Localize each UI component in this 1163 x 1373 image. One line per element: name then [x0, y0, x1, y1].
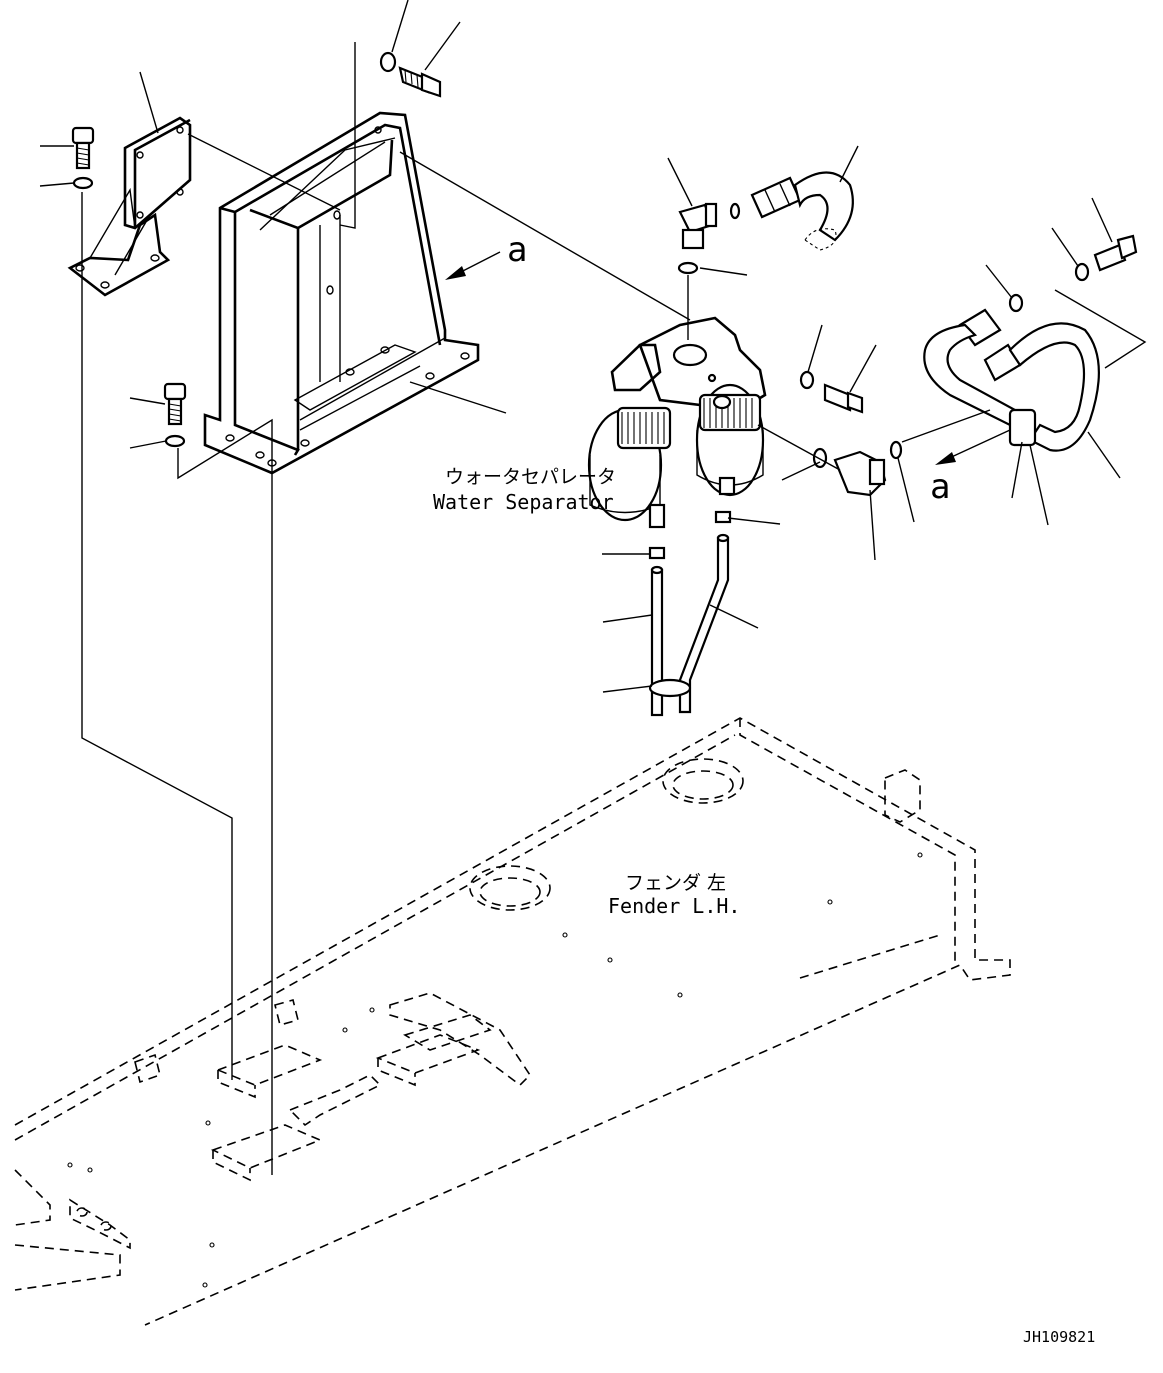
bolt-clamp: [1093, 234, 1138, 272]
washer-top: [379, 51, 397, 73]
main-bracket: [203, 111, 480, 475]
drain-tube-right: [678, 533, 730, 714]
sub-bracket: [67, 116, 192, 297]
tube-clamp: [648, 678, 692, 698]
drawing-number: JH109821: [1023, 1328, 1095, 1346]
o-ring-hose: [729, 202, 741, 220]
assembly-lines: [81, 42, 1147, 1175]
callout-leaders: [39, 0, 1121, 693]
o-ring-elbow: [812, 447, 828, 469]
drain-tube-left: [650, 565, 664, 717]
washer-clamp: [1074, 262, 1090, 282]
view-arrow-left: [445, 251, 501, 280]
bolt-main-bracket: [163, 382, 187, 426]
hose-assembly-right: [923, 293, 1100, 452]
fender-label-jp: フェンダ 左: [625, 872, 726, 894]
fender-lh: [14, 717, 1011, 1326]
bolt-separator: [823, 383, 864, 414]
o-ring-top: [677, 261, 699, 275]
bolt-sub-bracket: [71, 126, 95, 170]
water-separator-label-jp: ウォータセパレータ: [445, 466, 616, 488]
clip-left: [648, 546, 666, 560]
clip-right: [714, 510, 732, 524]
water-separator: [587, 316, 767, 529]
elbow-fitting-top: [678, 202, 718, 250]
washer-separator: [799, 370, 815, 390]
elbow-fitting-bottom: [833, 450, 887, 497]
bolt-top: [398, 66, 442, 98]
washer-sub-bracket: [72, 176, 94, 190]
hose-top: [750, 171, 854, 251]
washer-main-bracket: [164, 434, 186, 448]
view-arrow-right: [935, 429, 1011, 465]
o-ring-hose-end: [889, 440, 903, 460]
fender-label-en: Fender L.H.: [608, 894, 740, 918]
view-ref-a-right: a: [930, 467, 950, 507]
water-separator-label-en: Water Separator: [433, 490, 614, 514]
view-ref-a-left: a: [507, 230, 527, 270]
